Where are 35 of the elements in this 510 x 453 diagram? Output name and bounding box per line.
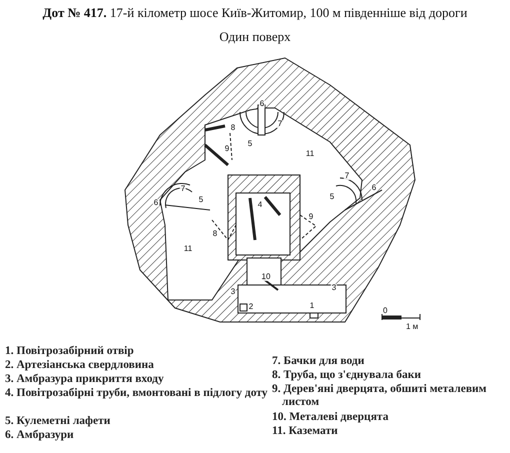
callout-number: 5 [246,140,254,148]
callout-number: 11 [182,245,194,253]
legend-item: 7. Бачки для води [272,355,364,368]
callout-number: 9 [308,213,314,221]
legend-item: 6. Амбразури [5,429,74,442]
callout-number: 6 [370,184,378,192]
callout-number: 6 [258,100,266,108]
callout-number: 3 [330,284,338,292]
legend-item: 9. Дерев'яні дверцята, обшиті металевим листом [272,383,488,409]
scale-label: 1 м [406,322,418,331]
callout-number: 4 [256,201,264,209]
callout-number: 7 [344,172,350,180]
callout-number: 6 [152,199,160,207]
legend-item: 1. Повітрозабірний отвір [5,345,134,358]
title: Дот № 417. 17-й кілометр шосе Київ-Житомир, 100 м південніше від дороги [42,5,468,21]
callout-number: 10 [260,273,272,281]
callout-number: 2 [248,303,254,311]
callout-number: 5 [198,196,204,204]
callout-number: 9 [224,145,230,153]
callout-number: 3 [230,288,236,296]
legend-item: 11. Каземати [272,425,338,438]
callout-number: 8 [212,230,218,238]
callout-number: 8 [230,124,236,132]
legend-item: 5. Кулеметні лафети [5,415,110,428]
scale-label: 0 [383,306,388,315]
callout-number: 7 [180,185,186,193]
callout-number: 5 [328,193,336,201]
legend-item: 8. Труба, що з'єднувала баки [272,369,422,382]
callout-number: 7 [276,120,284,128]
legend-item: 3. Амбразура прикриття входу [5,373,164,386]
callout-number: 11 [304,150,316,158]
subtitle: Один поверх [218,29,292,45]
legend-item: 2. Артезіанська свердловина [5,359,154,372]
callout-number: 1 [308,302,316,310]
legend-item: 10. Металеві дверцята [272,411,388,424]
